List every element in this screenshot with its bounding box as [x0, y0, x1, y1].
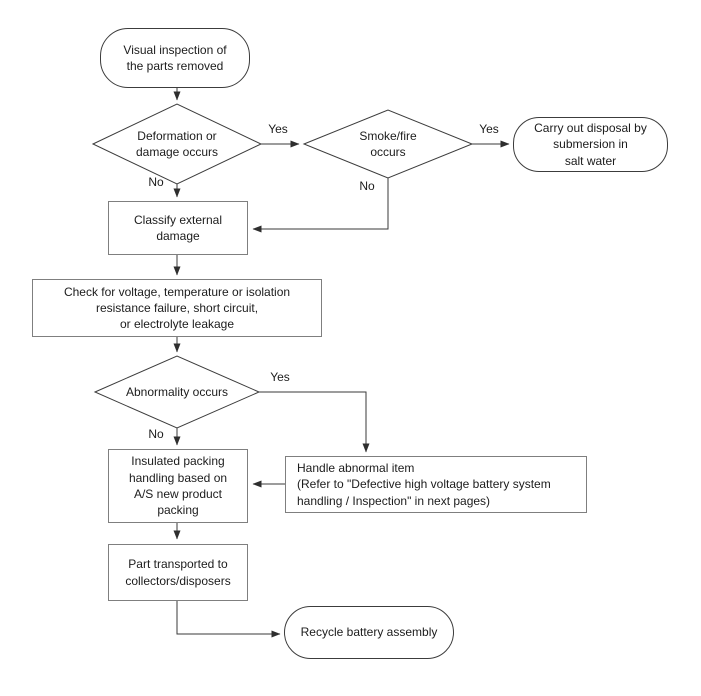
node-part-transported: Part transported to collectors/disposers — [108, 544, 248, 601]
label-smoke-no: No — [359, 179, 375, 193]
node-insulated-packing: Insulated packing handling based on A/S … — [108, 449, 248, 523]
node-check-voltage: Check for voltage, temperature or isolat… — [32, 279, 322, 337]
node-handle-abnormal-item: Handle abnormal item (Refer to "Defectiv… — [285, 456, 587, 513]
label-deformation-decision: Deformation or damage occurs — [135, 128, 219, 159]
label-abnormality-yes: Yes — [270, 370, 290, 384]
node-recycle-battery: Recycle battery assembly — [284, 606, 454, 659]
label-abnormality-decision: Abnormality occurs — [125, 384, 229, 399]
label-deformation-yes: Yes — [268, 122, 288, 136]
label-smoke-yes: Yes — [479, 122, 499, 136]
label-deformation-no: No — [148, 175, 164, 189]
node-visual-inspection: Visual inspection of the parts removed — [100, 28, 250, 88]
node-classify-external-damage: Classify external damage — [108, 201, 248, 255]
node-disposal-salt-water: Carry out disposal by submersion in salt… — [513, 117, 668, 172]
edge-abnormality-yes-to-handle — [259, 391, 370, 453]
edge-transport-to-recycle — [176, 601, 281, 638]
edge-smoke-no-to-classify — [252, 178, 389, 233]
label-smoke-fire-decision: Smoke/fire occurs — [359, 128, 417, 159]
label-abnormality-no: No — [148, 427, 164, 441]
